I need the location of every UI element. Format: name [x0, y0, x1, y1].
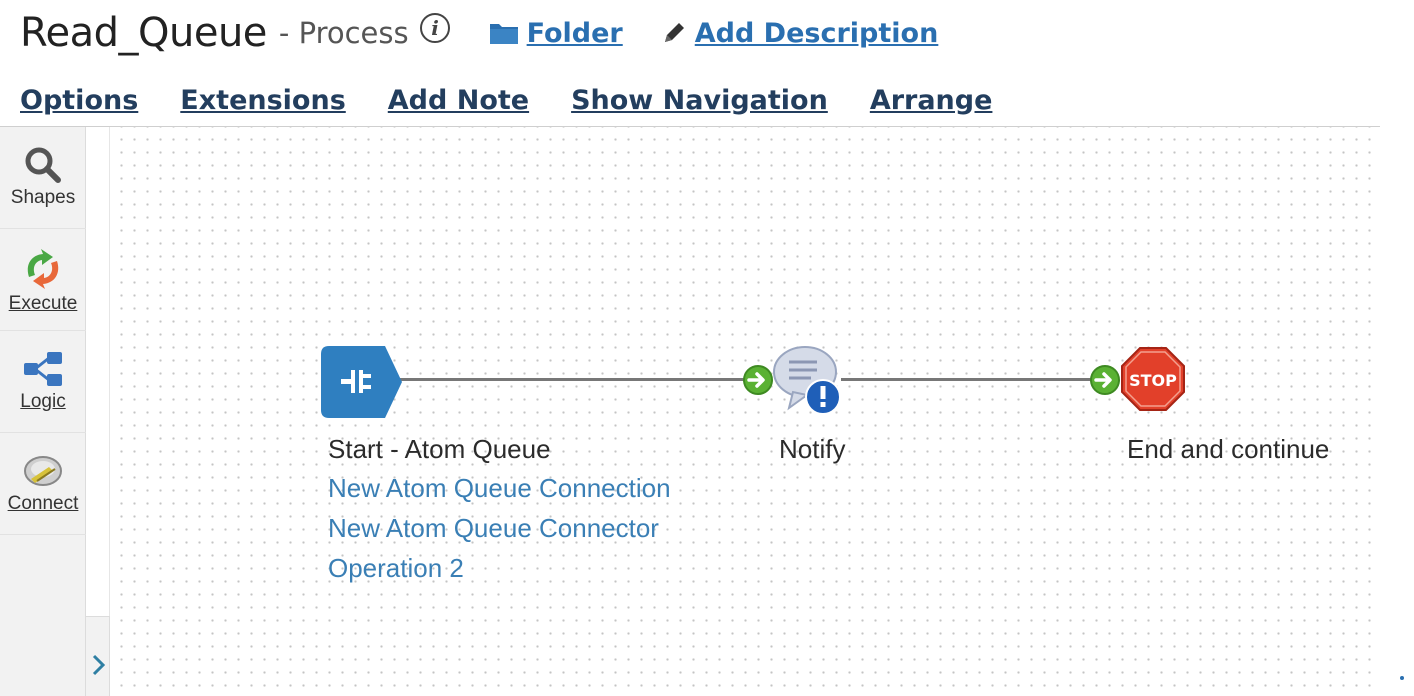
connector-line[interactable] [841, 378, 1096, 381]
connector-line[interactable] [399, 378, 744, 381]
stop-badge-text: STOP [1129, 371, 1177, 390]
options-link[interactable]: Options [20, 84, 139, 116]
palette-expand-area [86, 616, 110, 696]
folder-link[interactable]: Folder [489, 18, 623, 49]
folder-label: Folder [526, 17, 623, 49]
shape-palette: Shapes Execute Logic Connect [0, 127, 86, 696]
header-divider [0, 126, 1380, 127]
palette-item-logic[interactable]: Logic [0, 331, 86, 433]
stop-shape[interactable]: STOP [1120, 346, 1186, 412]
process-canvas[interactable]: STOP Start - Atom Queue New Atom Queue C… [111, 127, 1380, 696]
process-header: Read_Queue - Process i Folder Add Descri… [20, 6, 938, 60]
palette-item-connect[interactable]: Connect [0, 433, 86, 535]
alert-icon [820, 386, 826, 399]
chevron-right-icon[interactable] [90, 648, 108, 682]
arrange-link[interactable]: Arrange [869, 84, 993, 116]
start-connection-link[interactable]: New Atom Queue Connection [328, 473, 671, 503]
folder-icon [489, 24, 518, 44]
logic-icon [24, 352, 62, 386]
message-lines-icon [789, 360, 817, 380]
palette-label-logic: Logic [20, 391, 66, 412]
add-description-link[interactable]: Add Description [661, 17, 939, 49]
palette-label-shapes: Shapes [10, 187, 76, 208]
extensions-link[interactable]: Extensions [180, 84, 346, 116]
start-shape[interactable] [321, 346, 403, 418]
start-operation-link[interactable]: Operation 2 [328, 553, 464, 583]
show-navigation-link[interactable]: Show Navigation [571, 84, 828, 116]
info-icon[interactable]: i [419, 12, 451, 44]
svg-text:i: i [431, 16, 439, 40]
palette-gutter [86, 127, 110, 696]
search-icon [25, 147, 61, 183]
stop-shape-label: End and continue [1127, 434, 1330, 464]
start-shape-label: Start - Atom Queue [328, 434, 551, 464]
connect-icon [24, 456, 62, 486]
palette-item-shapes[interactable]: Shapes [0, 127, 86, 229]
add-description-label: Add Description [694, 17, 939, 49]
inbound-arrow-icon[interactable] [1089, 364, 1121, 396]
process-toolbar: Options Extensions Add Note Show Navigat… [20, 78, 1034, 122]
start-connector-link[interactable]: New Atom Queue Connector [328, 513, 659, 543]
execute-icon [27, 249, 59, 289]
palette-label-connect: Connect [7, 493, 79, 514]
process-type: - Process [278, 16, 409, 50]
inbound-arrow-icon[interactable] [742, 364, 774, 396]
palette-label-execute: Execute [8, 293, 78, 314]
palette-item-execute[interactable]: Execute [0, 229, 86, 331]
process-name: Read_Queue [20, 10, 267, 56]
plug-icon [341, 370, 371, 393]
notify-shape[interactable] [771, 344, 847, 418]
add-note-link[interactable]: Add Note [387, 84, 530, 116]
pencil-icon [664, 23, 684, 42]
corner-dot [1400, 676, 1404, 680]
notify-shape-label: Notify [779, 434, 846, 464]
